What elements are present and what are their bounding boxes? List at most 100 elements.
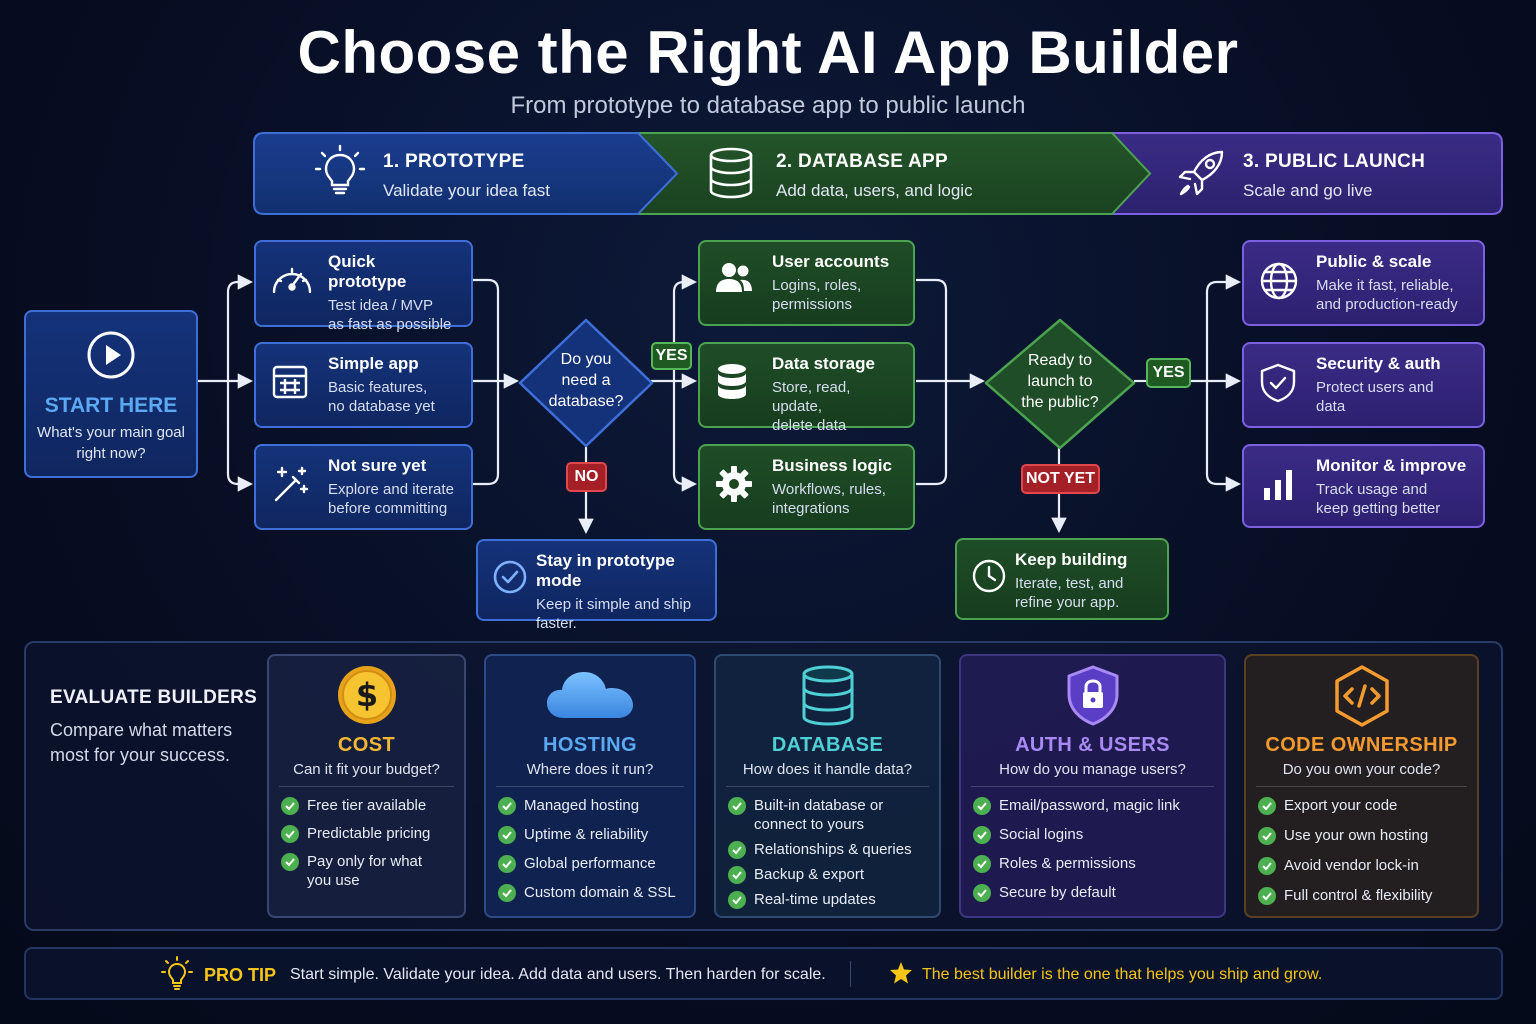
list-item: Predictable pricing (281, 824, 430, 843)
divider (279, 786, 454, 787)
rocket-icon (1174, 146, 1228, 205)
list-item: Export your code (1258, 796, 1432, 815)
divider (850, 961, 851, 987)
feature-desc: Track usage and keep getting better (1316, 481, 1441, 517)
check-icon (281, 825, 299, 843)
check-icon (281, 853, 299, 871)
decision-launch-text: Ready to launch to the public? (1021, 352, 1099, 411)
list-item: Custom domain & SSL (498, 883, 676, 902)
lightbulb-icon (312, 143, 368, 204)
evaluate-title: EVALUATE BUILDERS (50, 687, 258, 708)
goal-desc: Test idea / MVP as fast as possible (328, 297, 452, 333)
divider (971, 786, 1214, 787)
check-icon (728, 797, 746, 815)
list-item: Managed hosting (498, 796, 676, 815)
feature-desc: Make it fast, reliable, and production-r… (1316, 277, 1458, 313)
list-item: Relationships & queries (728, 840, 912, 859)
clock-icon (971, 558, 1007, 599)
feature-desc: Protect users and data (1316, 379, 1434, 415)
card-title: COST (337, 734, 396, 756)
play-icon (26, 330, 196, 380)
card-list: Free tier available Predictable pricing … (281, 796, 430, 890)
stage-desc: Validate your idea fast (383, 181, 550, 200)
feature-title: Public & scale (1316, 252, 1432, 271)
divider (726, 786, 929, 787)
yes-tag: YES (1146, 358, 1191, 388)
page-subtitle: From prototype to database app to public… (510, 92, 1026, 119)
stage-title: 1. PROTOTYPE (383, 151, 525, 172)
list-item: Secure by default (973, 883, 1180, 902)
check-circle-icon (492, 559, 528, 600)
start-desc: What's your main goal right now? (37, 424, 185, 462)
no-tag: NO (566, 462, 607, 492)
feature-desc: Logins, roles, permissions (772, 277, 862, 313)
check-icon (498, 855, 516, 873)
feature-desc: Store, read, update, delete data (772, 379, 851, 434)
database-icon (706, 146, 756, 205)
card-list: Managed hosting Uptime & reliability Glo… (498, 796, 676, 902)
card-list: Email/password, magic link Social logins… (973, 796, 1180, 902)
stage-title: 2. DATABASE APP (776, 151, 949, 172)
bar-chart-icon (1258, 464, 1304, 509)
check-icon (498, 797, 516, 815)
list-item: Real-time updates (728, 890, 912, 909)
feature-title: Data storage (772, 354, 875, 373)
feature-title: User accounts (772, 252, 890, 271)
goal-title: Not sure yet (328, 456, 427, 475)
card-subtitle: How does it handle data? (742, 761, 913, 778)
database-icon (714, 362, 760, 407)
pro-tip-label: PRO TIP (204, 965, 277, 985)
check-icon (728, 891, 746, 909)
goal-desc: Basic features, no database yet (328, 379, 435, 415)
stage-desc: Add data, users, and logic (776, 181, 973, 200)
stage-title: 3. PUBLIC LAUNCH (1243, 151, 1426, 172)
magic-wand-icon (270, 464, 316, 511)
globe-icon (1258, 260, 1304, 307)
list-item: Use your own hosting (1258, 826, 1432, 845)
box-desc: Iterate, test, and refine your app. (1015, 575, 1124, 611)
check-icon (1258, 827, 1276, 845)
box-title: Keep building (1015, 550, 1128, 569)
divider (496, 786, 684, 787)
card-database: DATABASE How does it handle data? Built-… (714, 654, 941, 918)
decision-diamond-launch (984, 318, 1136, 450)
decision-database-text: Do you need a database? (548, 351, 624, 410)
start-title: START HERE (44, 394, 178, 417)
users-icon (714, 260, 760, 301)
list-item: Full control & flexibility (1258, 886, 1432, 905)
pro-tip-bar (24, 947, 1503, 1000)
check-icon (728, 841, 746, 859)
yes-tag: YES (651, 342, 692, 370)
code-hexagon-icon (1246, 664, 1477, 728)
check-icon (498, 884, 516, 902)
goal-desc: Explore and iterate before committing (328, 481, 454, 517)
feature-desc: Workflows, rules, integrations (772, 481, 886, 517)
check-icon (1258, 797, 1276, 815)
check-icon (1258, 887, 1276, 905)
check-icon (281, 797, 299, 815)
list-item: Global performance (498, 854, 676, 873)
card-subtitle: Where does it run? (526, 761, 654, 778)
card-subtitle: How do you manage users? (999, 761, 1186, 778)
list-item: Uptime & reliability (498, 825, 676, 844)
decision-diamond-database (518, 318, 654, 448)
start-box: START HERE What's your main goal right n… (24, 310, 198, 478)
feature-title: Monitor & improve (1316, 456, 1467, 475)
card-cost: $ COST Can it fit your budget? Free tier… (267, 654, 466, 918)
card-subtitle: Can it fit your budget? (293, 761, 440, 778)
stage-prototype: 1. PROTOTYPE Validate your idea fast (383, 151, 550, 201)
check-icon (973, 855, 991, 873)
card-title: HOSTING (543, 734, 637, 756)
gear-icon (714, 464, 760, 509)
check-icon (728, 866, 746, 884)
goal-title: Simple app (328, 354, 419, 373)
not-yet-tag: NOT YET (1021, 464, 1100, 494)
check-icon (973, 826, 991, 844)
